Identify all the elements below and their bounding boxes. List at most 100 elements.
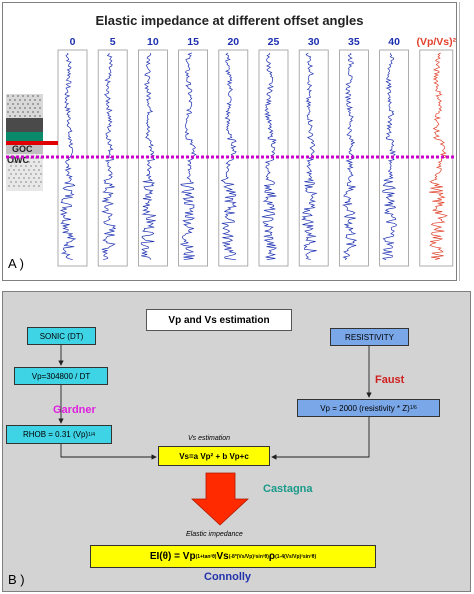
water-pattern-dot: [38, 185, 40, 187]
arrow-rhob-to-vs: [60, 444, 157, 460]
shale-pattern-dot: [22, 103, 24, 105]
shale-pattern-dot: [14, 99, 16, 101]
shale-pattern-dot: [29, 99, 31, 101]
resistivity-box: RESISTIVITY: [330, 328, 409, 346]
water-pattern-dot: [40, 181, 42, 183]
water-pattern-dot: [28, 185, 30, 187]
shale-pattern-dot: [37, 95, 39, 97]
water-pattern-dot: [33, 185, 35, 187]
shale-pattern-dot: [24, 115, 26, 117]
shale-pattern-dot: [9, 115, 11, 117]
water-pattern-dot: [8, 185, 10, 187]
shale-pattern-dot: [27, 103, 29, 105]
shale-pattern-dot: [17, 103, 19, 105]
ei-rho: ρ: [268, 551, 276, 562]
owc-label: OWC: [7, 155, 29, 165]
rhob-box: RHOB = 0.31 (Vp)1/4: [6, 425, 112, 444]
shale-pattern-dot: [29, 107, 31, 109]
shale-pattern-dot: [17, 111, 19, 113]
shale-pattern-dot: [9, 107, 11, 109]
panel-a-letter: A ): [8, 256, 24, 271]
water-pattern-dot: [33, 161, 35, 163]
rhob-exponent: 1/4: [88, 431, 96, 438]
shale-pattern-dot: [7, 111, 9, 113]
gas-zone: [6, 132, 43, 142]
water-pattern-dot: [40, 173, 42, 175]
water-pattern-dot: [15, 165, 17, 167]
water-pattern-dot: [18, 169, 20, 171]
panel-a-title: Elastic impedance at different offset an…: [95, 13, 364, 28]
water-pattern-dot: [33, 177, 35, 179]
water-pattern-dot: [8, 177, 10, 179]
water-pattern-dot: [15, 173, 17, 175]
castagna-label: Castagna: [263, 483, 313, 495]
angle-track-label: 0: [70, 36, 76, 48]
water-pattern-dot: [8, 169, 10, 171]
water-pattern-dot: [40, 165, 42, 167]
ei-exp-2: (-8*(Vs/Vp)²sin²θ): [228, 553, 269, 560]
shale-pattern-dot: [34, 107, 36, 109]
water-pattern-dot: [33, 169, 35, 171]
water-pattern-dot: [35, 165, 37, 167]
panel-b-title: Vp and Vs estimation: [146, 309, 292, 331]
ratio-track-label: (Vp/Vs)²: [416, 36, 456, 48]
water-pattern-dot: [15, 181, 17, 183]
rhob-text: RHOB = 0.31 (Vp): [22, 430, 89, 439]
arrow-faust-to-vs: [271, 417, 370, 460]
shale-pattern-dot: [14, 115, 16, 117]
shale-pattern-dot: [24, 99, 26, 101]
shale-pattern-dot: [27, 95, 29, 97]
water-pattern-dot: [20, 181, 22, 183]
shale-pattern-dot: [22, 111, 24, 113]
water-zone: [6, 154, 43, 191]
water-pattern-dot: [28, 161, 30, 163]
shale-pattern-dot: [39, 107, 41, 109]
shale-pattern-dot: [29, 115, 31, 117]
water-pattern-dot: [25, 173, 27, 175]
shale-layer: [6, 94, 43, 118]
water-pattern-dot: [8, 161, 10, 163]
water-pattern-dot: [35, 181, 37, 183]
shale-pattern-dot: [34, 99, 36, 101]
water-pattern-dot: [30, 173, 32, 175]
water-pattern-dot: [10, 173, 12, 175]
angle-track-label: 5: [110, 36, 116, 48]
shale-pattern-dot: [9, 99, 11, 101]
shale-pattern-dot: [32, 111, 34, 113]
ei-exp-1: (1+tan²θ): [195, 553, 217, 560]
vp-faust-box: Vp = 2000 (resistivity * Z)1/6: [297, 399, 440, 417]
shale-pattern-dot: [7, 103, 9, 105]
angle-track-label: 35: [348, 36, 360, 48]
shale-pattern-dot: [14, 107, 16, 109]
angle-track-label: 40: [388, 36, 400, 48]
faust-label: Faust: [375, 374, 405, 386]
vs-estimation-label: Vs estimation: [188, 435, 231, 442]
vp-faust-text: Vp = 2000 (resistivity * Z): [320, 403, 410, 413]
water-pattern-dot: [38, 161, 40, 163]
vp-faust-exponent: 1/6: [409, 405, 417, 411]
water-pattern-dot: [13, 169, 15, 171]
water-pattern-dot: [35, 173, 37, 175]
water-pattern-dot: [30, 181, 32, 183]
impedance-log-curve: [59, 52, 77, 261]
connolly-label: Connolly: [204, 571, 252, 583]
water-pattern-dot: [38, 169, 40, 171]
right-edge-strip: [459, 2, 473, 281]
water-pattern-dot: [13, 177, 15, 179]
vs-equation-box: Vs=a Vp² + b Vp+c: [158, 446, 270, 466]
water-pattern-dot: [13, 161, 15, 163]
shale-pattern-dot: [17, 95, 19, 97]
water-pattern-dot: [28, 177, 30, 179]
gardner-label: Gardner: [53, 404, 96, 416]
ei-exp-3: (1-4(Vs/Vp)²sin²θ): [275, 553, 317, 560]
water-pattern-dot: [23, 185, 25, 187]
shale-pattern-dot: [32, 103, 34, 105]
water-pattern-dot: [23, 177, 25, 179]
water-pattern-dot: [23, 169, 25, 171]
cap-rock-layer: [6, 118, 43, 132]
ei-vs: Vs: [216, 551, 229, 562]
water-pattern-dot: [23, 161, 25, 163]
shale-pattern-dot: [37, 111, 39, 113]
water-pattern-dot: [28, 169, 30, 171]
